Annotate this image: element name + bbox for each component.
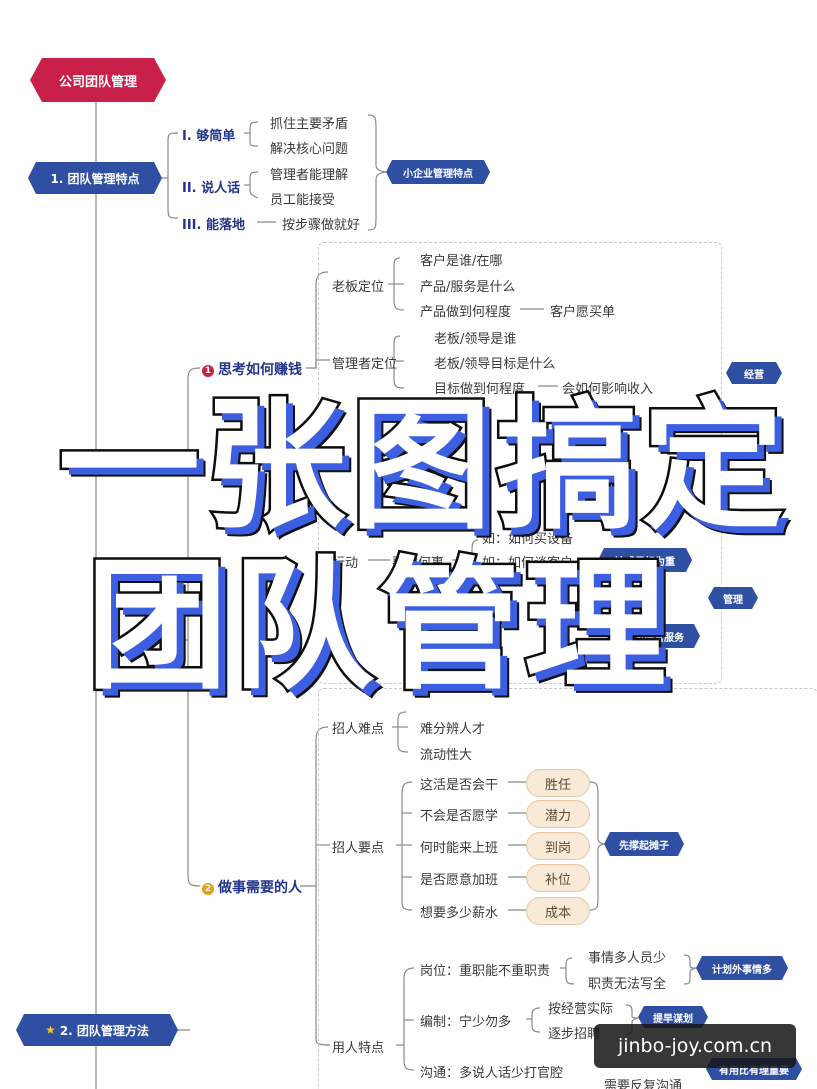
tag-early-plan[interactable]: 提早谋划 [638,1006,708,1028]
post-item-1: 事情多人员少 [588,951,667,966]
manager-tail: 会如何影响收入 [562,382,654,397]
recruit-q-4: 是否愿意加班 [420,873,499,888]
recruit-a-4-text: 补位 [544,872,571,888]
s1-item-3[interactable]: III. 能落地 [182,218,245,233]
s1-item-1[interactable]: I. 够简单 [182,129,236,144]
action-item-2: 如：如何谈客户 [482,556,574,571]
root-title-tag[interactable]: 公司团队管理 [30,58,166,102]
employ-label[interactable]: 用人特点 [332,1041,385,1056]
s1-leaf-3: 管理者能理解 [270,168,349,183]
recruit-q-5: 想要多少薪水 [420,906,499,921]
recruit-label[interactable]: 招人要点 [332,841,385,856]
boss-item-2: 产品/服务是什么 [420,280,516,295]
tag-serve[interactable]: 为经营服务 [618,624,700,648]
manager-item-3: 目标做到何程度 [434,382,526,397]
manager-item-2: 老板/领导目标是什么 [434,357,556,372]
recruit-q-3: 何时能来上班 [420,841,499,856]
tag-business-text: 经营 [744,369,764,381]
tag-useful-text: 有用比有理重要 [719,1065,789,1077]
boss-item-3: 产品做到何程度 [420,305,512,320]
s1-summary-tag[interactable]: 小企业管理特点 [386,160,490,184]
comm-item-1: 需要反复沟通 [604,1079,683,1089]
action-item-1: 如：如何买设备 [482,532,574,547]
section1-node[interactable]: 1. 团队管理特点 [28,162,162,194]
post-label: 岗位：重职能不重职责 [420,964,551,979]
watermark-badge: jinbo-joy.com.cn [594,1024,796,1068]
recruit-a-3-text: 到岗 [544,840,571,856]
tag-serve-text: 为经营服务 [634,632,684,644]
s1-leaf-2: 解决核心问题 [270,142,349,157]
difficulty-item-1: 难分辨人才 [420,722,486,737]
comm-label: 沟通：多说人话少打官腔 [420,1066,564,1081]
number-badge-2: 2 [202,883,214,895]
section2-label: 2. 团队管理方法 [59,1023,149,1038]
recruit-a-3[interactable]: 到岗 [526,832,590,860]
section2-node[interactable]: ★2. 团队管理方法 [16,1014,178,1046]
tag-business[interactable]: 经营 [726,362,782,384]
s1-item-2[interactable]: II. 说人话 [182,181,241,196]
root-title-text: 公司团队管理 [58,74,137,90]
post-item-2: 职责无法写全 [588,977,667,992]
tag-setup-text: 先撑起摊子 [619,840,669,852]
difficulty-label[interactable]: 招人难点 [332,722,385,737]
tag-manage[interactable]: 管理 [708,587,758,609]
recruit-a-1[interactable]: 胜任 [526,769,590,797]
branch-people-label: 做事需要的人 [218,880,302,896]
staff-item-2: 逐步招聘 [548,1027,601,1042]
headline-line-1: 一张图搞定 [56,384,788,549]
number-badge-1: 1 [202,365,214,377]
tag-unplanned[interactable]: 计划外事情多 [696,956,788,980]
action-label[interactable]: 行动 [332,556,359,571]
branch-money-node[interactable]: 1 思考如何赚钱 [202,359,302,379]
branch-people-node[interactable]: 2 做事需要的人 [202,877,302,897]
boss-item-1: 客户是谁/在哪 [420,254,503,269]
boss-tail: 客户愿买单 [550,305,616,320]
s1-summary-text: 小企业管理特点 [403,168,473,180]
action-sub: 要做何事 [392,556,445,571]
recruit-a-2-text: 潜力 [544,808,571,824]
tag-early-plan-text: 提早谋划 [653,1013,693,1025]
recruit-q-1: 这活是否会干 [420,778,499,793]
recruit-a-5-text: 成本 [544,905,571,921]
tag-unplanned-text: 计划外事情多 [712,964,772,976]
manager-item-1: 老板/领导是谁 [434,332,517,347]
s1-leaf-4: 员工能接受 [270,193,336,208]
recruit-a-5[interactable]: 成本 [526,897,590,925]
group-box-people [318,688,817,1089]
headline-line-2: 团队管理 [84,544,670,709]
branch-money-label: 思考如何赚钱 [218,362,302,378]
staff-item-1: 按经营实际 [548,1002,614,1017]
group-box-money [318,242,722,684]
recruit-a-1-text: 胜任 [544,777,571,793]
boss-label[interactable]: 老板定位 [332,280,385,295]
section1-label: 1. 团队管理特点 [50,171,140,186]
watermark-text: jinbo-joy.com.cn [617,1035,773,1057]
recruit-a-2[interactable]: 潜力 [526,800,590,828]
manager-label[interactable]: 管理者定位 [332,357,398,372]
recruit-q-2: 不会是否愿学 [420,809,499,824]
tag-manage-text: 管理 [723,594,743,606]
s1-leaf-1: 抓住主要矛盾 [270,117,349,132]
star-icon: ★ [45,1023,56,1037]
tag-goal-text: 达成目标为重 [615,556,675,568]
staff-label: 编制：宁少勿多 [420,1015,512,1030]
difficulty-item-2: 流动性大 [420,748,473,763]
tag-goal[interactable]: 达成目标为重 [598,548,692,572]
tag-setup[interactable]: 先撑起摊子 [604,832,684,856]
recruit-a-4[interactable]: 补位 [526,864,590,892]
s1-leaf-5: 按步骤做就好 [282,218,361,233]
